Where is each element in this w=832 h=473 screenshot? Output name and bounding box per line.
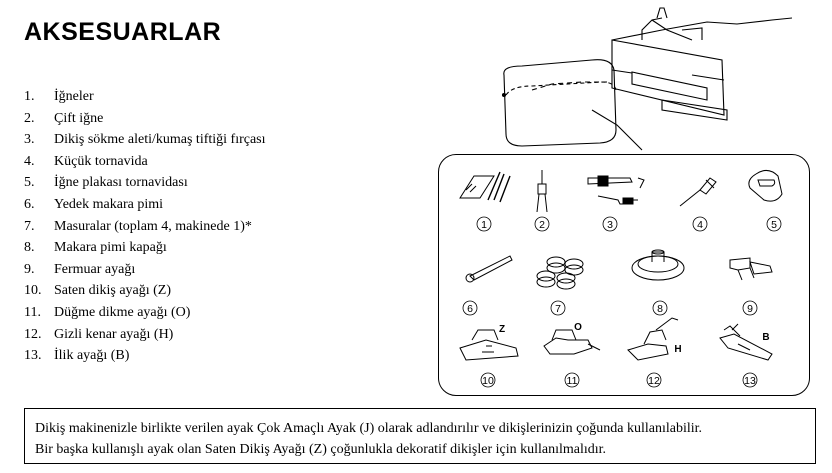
list-item: 13.İlik ayağı (B) xyxy=(24,348,130,364)
item-number: 8 xyxy=(657,303,663,315)
number-circle xyxy=(480,372,496,388)
number-circle xyxy=(742,372,758,388)
item-number: 3 xyxy=(607,219,613,231)
foot-letter: Z xyxy=(499,324,505,335)
page-title: AKSESUARLAR xyxy=(24,18,222,46)
number-circle xyxy=(742,300,758,316)
number-circle xyxy=(534,216,550,232)
foot-letter: B xyxy=(762,332,769,343)
list-item: 9.Fermuar ayağı xyxy=(24,261,136,277)
number-circle xyxy=(766,216,782,232)
list-item: 1.İğneler xyxy=(24,89,94,104)
list-item: 8.Makara pimi kapağı xyxy=(24,240,167,256)
item-number: 5 xyxy=(771,219,777,231)
item-number: 7 xyxy=(555,303,561,315)
bobbins-icon xyxy=(536,256,584,290)
item-number: 6 xyxy=(467,303,473,315)
accessory-list: 1.İğneler 2.Çift iğne 3.Dikiş sökme alet… xyxy=(24,86,266,367)
blind-hem-foot-icon xyxy=(627,317,679,361)
zipper-foot-icon xyxy=(729,257,773,281)
item-number: 1 xyxy=(481,219,487,231)
list-item: 10.Saten dikiş ayağı (Z) xyxy=(24,283,172,299)
list-item: 2.Çift iğne xyxy=(24,110,104,126)
list-item: 5.İğne plakası tornavidası xyxy=(24,175,188,191)
foot-letter: H xyxy=(674,344,681,355)
button-foot-icon xyxy=(543,329,601,355)
plate-screwdriver-icon xyxy=(748,170,783,202)
note-line: Bir başka kullanışlı ayak olan Saten Dik… xyxy=(35,442,607,457)
seam-ripper-icon xyxy=(587,175,645,205)
note-line: Dikiş makinenizle birlikte verilen ayak … xyxy=(35,421,703,436)
number-circle xyxy=(692,216,708,232)
item-number: 11 xyxy=(567,375,578,387)
item-number: 10 xyxy=(482,375,494,387)
list-item: 7.Masuralar (toplam 4, makinede 1)* xyxy=(24,218,252,234)
accessories-figure: 1 2 3 4 5 6 7 8 9 10 11 12 13 Z O H B xyxy=(459,170,783,388)
foot-letter: O xyxy=(574,322,582,333)
spool-cap-icon xyxy=(631,249,685,281)
list-item: 11.Düğme dikme ayağı (O) xyxy=(24,304,191,320)
screwdriver-icon xyxy=(679,177,717,207)
twin-needle-icon xyxy=(536,170,548,213)
spool-pin-icon xyxy=(465,255,513,283)
list-item: 12.Gizli kenar ayağı (H) xyxy=(24,326,174,342)
item-number: 4 xyxy=(697,219,703,231)
number-circle xyxy=(564,372,580,388)
number-circle xyxy=(550,300,566,316)
item-number: 2 xyxy=(539,219,545,231)
number-circle xyxy=(652,300,668,316)
number-circle xyxy=(462,300,478,316)
number-circle xyxy=(646,372,662,388)
number-circle xyxy=(476,216,492,232)
sewing-machine-illustration xyxy=(501,7,792,151)
item-number: 12 xyxy=(648,375,660,387)
accessories-panel xyxy=(438,154,810,396)
list-item: 6.Yedek makara pimi xyxy=(24,196,163,212)
item-number: 13 xyxy=(744,375,756,387)
list-item: 3.Dikiş sökme aleti/kumaş tiftiği fırças… xyxy=(24,132,266,148)
needles-icon xyxy=(459,171,511,203)
item-number: 9 xyxy=(747,303,753,315)
buttonhole-foot-icon xyxy=(719,323,773,361)
note-box: Dikiş makinenizle birlikte verilen ayak … xyxy=(24,408,816,464)
number-circle xyxy=(602,216,618,232)
satin-foot-icon xyxy=(459,329,519,361)
list-item: 4.Küçük tornavida xyxy=(24,153,148,169)
